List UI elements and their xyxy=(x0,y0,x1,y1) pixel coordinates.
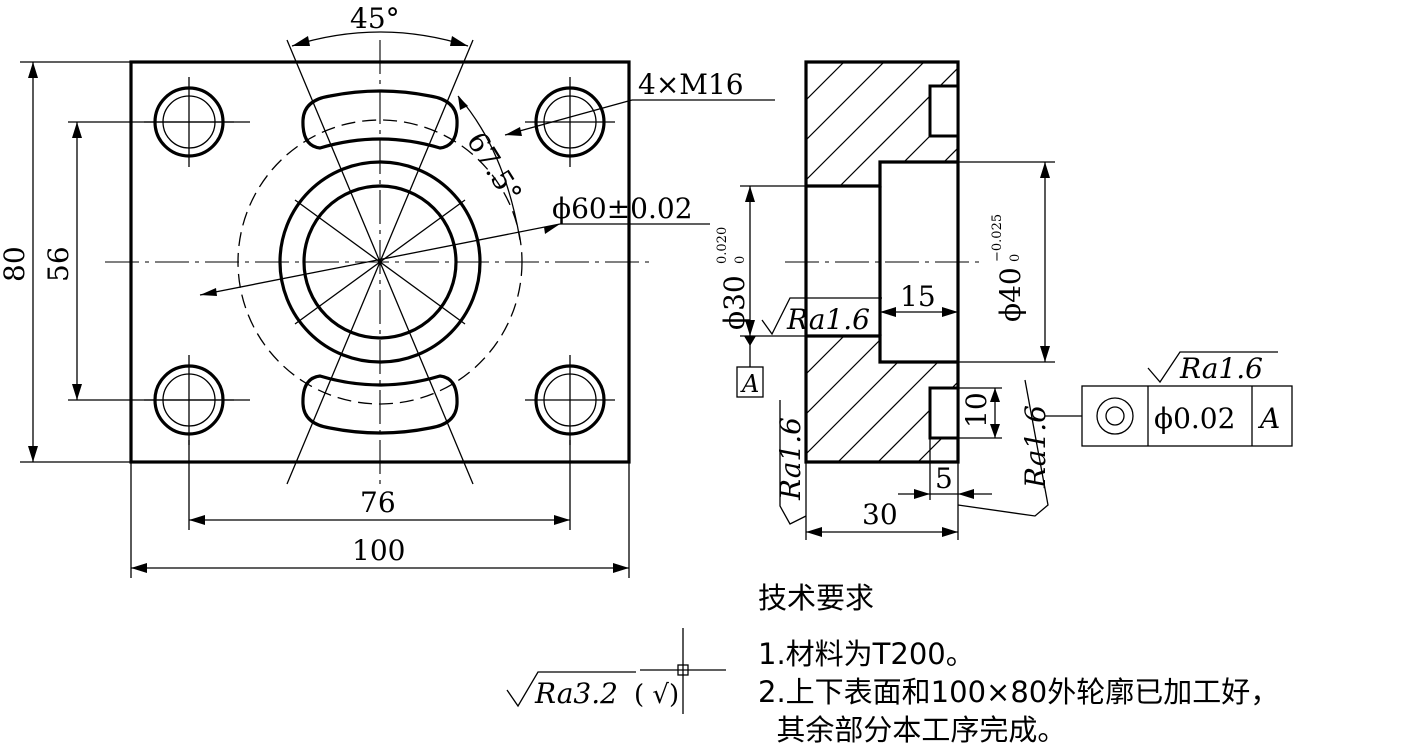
datum-a-box xyxy=(736,366,764,398)
roughness-right-face-symbol xyxy=(957,379,1049,517)
dim-thread-label: 4×M16 xyxy=(638,68,744,101)
concentricity-icon xyxy=(1096,397,1134,435)
dim-56-label: 56 xyxy=(42,246,75,282)
dim-30-bore-label: ϕ30 xyxy=(718,275,751,330)
dim-67-5-label: 67.5° xyxy=(460,126,528,208)
bore-step-lower xyxy=(806,334,958,364)
counterbore-circle xyxy=(278,160,482,364)
bolt-circle-center-line xyxy=(237,119,523,405)
upper-arc-slot xyxy=(301,89,459,150)
roughness-left-face-symbol xyxy=(779,400,807,525)
technical-requirements: 技术要求 1.材料为T200。 2.上下表面和100×80外轮廓已加工好， 其余… xyxy=(758,581,1279,747)
dim-15-label: 15 xyxy=(900,280,936,313)
lower-slot-pocket xyxy=(928,386,960,440)
dim-30-bore-upper-tol: 0.020 xyxy=(715,227,730,264)
bore-circle xyxy=(302,184,458,340)
notes-title: 技术要求 xyxy=(758,581,874,615)
thread-leader-line xyxy=(504,99,633,136)
tolerance-value: ϕ0.02 xyxy=(1154,402,1235,435)
front-view: 45° 67.5° 4×M16 ϕ60±0.02 80 56 xyxy=(0,2,775,578)
roughness-right-face-label: Ra1.6 xyxy=(1019,405,1052,489)
section-view: ϕ30 0.020 0 A Ra1.6 15 ϕ40 −0.025 0 10 xyxy=(715,60,1055,540)
dim-40-bore-label: ϕ40 xyxy=(994,267,1027,322)
dim-60-label: ϕ60±0.02 xyxy=(552,192,693,225)
general-roughness-suffix: ( √) xyxy=(634,680,679,710)
roughness-frame-symbol xyxy=(1147,351,1278,384)
dim-45-label: 45° xyxy=(350,2,400,35)
general-roughness: Ra3.2 ( √) xyxy=(506,628,726,714)
dim-80-label: 80 xyxy=(0,246,31,282)
dim-60-leader xyxy=(199,223,561,296)
roughness-bore-label: Ra1.6 xyxy=(786,303,870,336)
lower-arc-slot xyxy=(301,374,459,435)
notes-line-1: 1.材料为T200。 xyxy=(758,637,975,671)
threaded-hole-bottom-right xyxy=(525,355,615,445)
upper-slot-pocket xyxy=(928,84,960,138)
dim-30-thickness-label: 30 xyxy=(862,498,898,531)
notes-line-2: 2.上下表面和100×80外轮廓已加工好， xyxy=(758,675,1279,709)
roughness-frame-label: Ra1.6 xyxy=(1179,352,1263,385)
dim-30-bore-lower-tol: 0 xyxy=(733,256,748,264)
bore-step-upper xyxy=(806,160,958,188)
dim-40-bore-lower-tol: 0 xyxy=(1008,254,1023,262)
threaded-hole-top-right xyxy=(525,77,615,167)
dim-100-label: 100 xyxy=(352,534,405,567)
dim-10-label: 10 xyxy=(960,392,993,428)
radial-line-4 xyxy=(294,199,466,325)
dim-40-bore-upper-tol: −0.025 xyxy=(990,214,1005,262)
roughness-left-face-label: Ra1.6 xyxy=(774,417,807,501)
notes-line-3: 其余部分本工序完成。 xyxy=(758,713,1066,747)
dim-45-arc xyxy=(291,31,469,47)
dim-67-5-arc xyxy=(457,95,521,241)
general-roughness-label: Ra3.2 xyxy=(534,677,618,710)
tolerance-datum: A xyxy=(1257,402,1280,435)
dim-5-label: 5 xyxy=(935,462,953,495)
general-roughness-symbol xyxy=(506,671,636,708)
tolerance-frame: ϕ0.02 A Ra1.6 xyxy=(1045,351,1293,447)
tolerance-frame-box xyxy=(1081,385,1293,447)
dim-76-label: 76 xyxy=(360,486,396,519)
datum-a-label: A xyxy=(740,370,759,398)
roughness-bore-symbol xyxy=(761,297,882,336)
